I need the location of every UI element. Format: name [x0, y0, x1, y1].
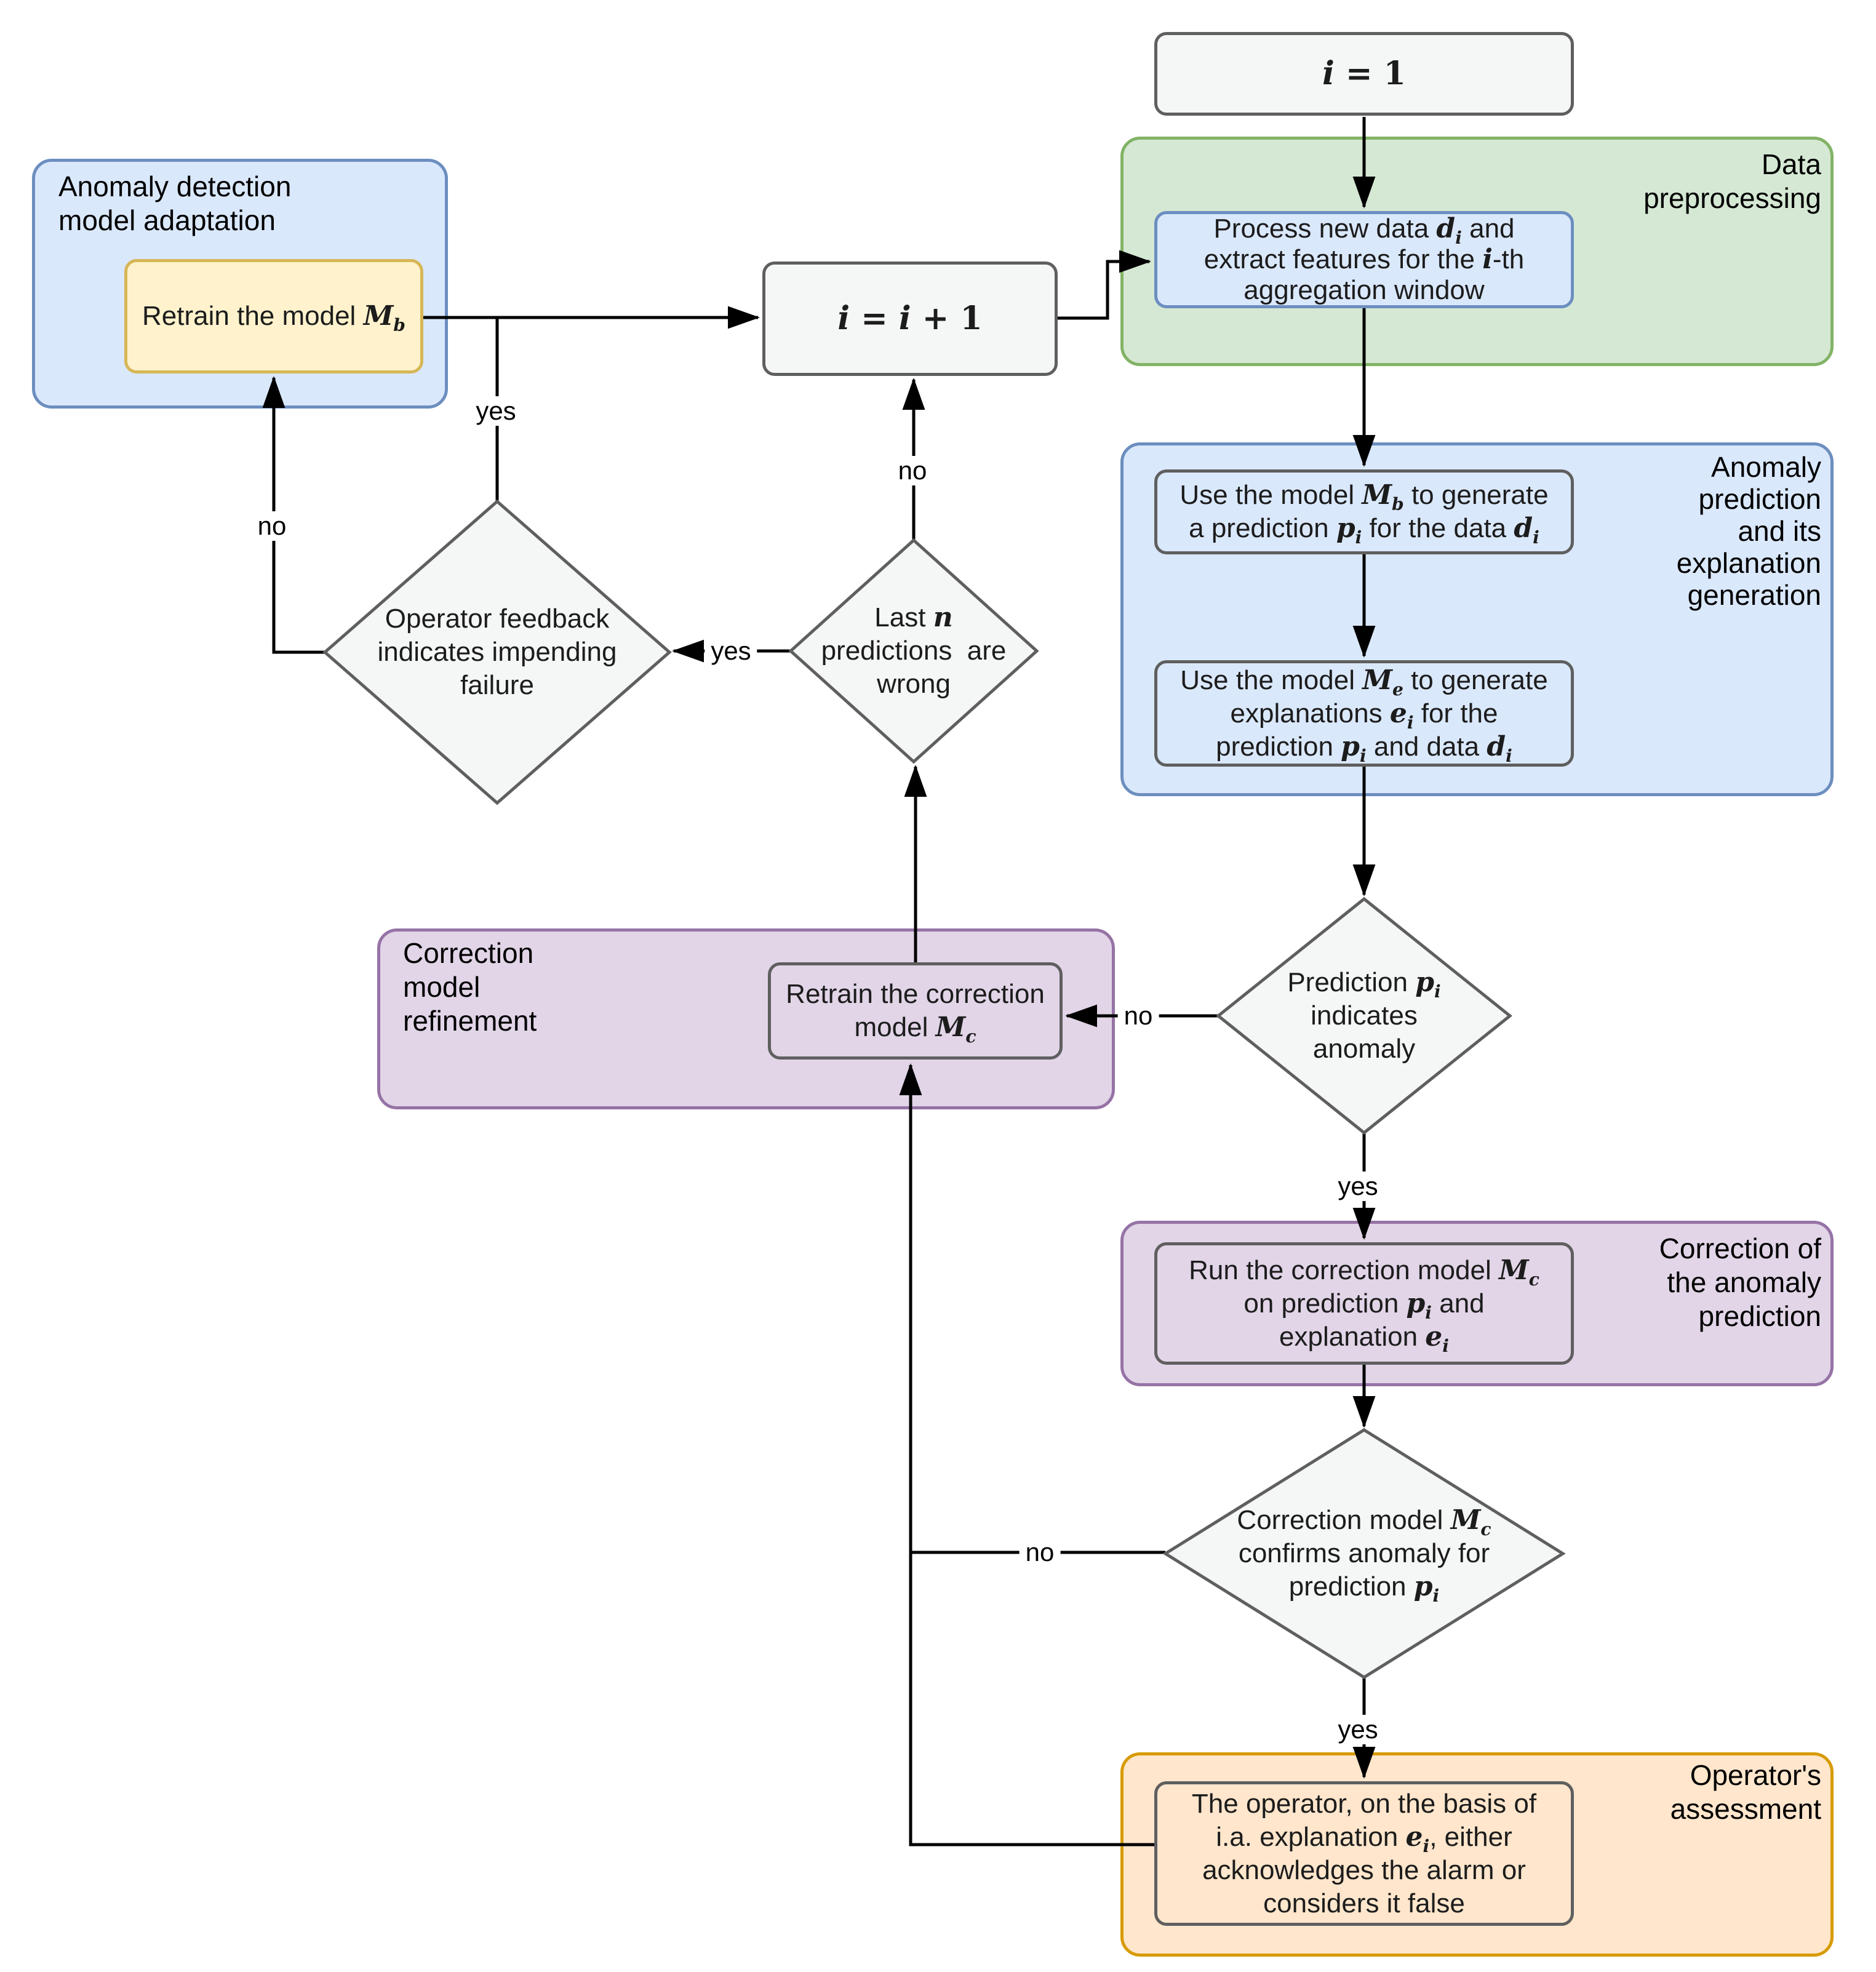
edge-label-pred-yes: yes — [1331, 1172, 1384, 1201]
node-retrain-model-mb: Retrain the model Mb — [124, 259, 423, 373]
edge-feedback-no — [262, 376, 325, 654]
edge-label-confirm-no: no — [1019, 1538, 1061, 1567]
edge-label-feedback-yes: yes — [469, 396, 522, 426]
region-operators-assessment — [1120, 1752, 1834, 1957]
edge-feedback-trunk — [899, 1063, 1154, 1846]
diamond-confirm-decision — [1162, 1428, 1566, 1679]
region-correction-of-prediction — [1120, 1221, 1834, 1386]
region-anomaly-prediction — [1120, 442, 1834, 796]
node-increment: i = i + 1 — [762, 261, 1058, 376]
diamond-pred-decision — [1216, 896, 1512, 1135]
edge-label-confirm-yes: yes — [1331, 1715, 1384, 1744]
node-init: i = 1 — [1154, 32, 1574, 116]
edge-label-feedback-no: no — [251, 511, 293, 541]
diamond-lastn-decision — [788, 538, 1039, 764]
edge-label-lastn-yes: yes — [704, 636, 757, 666]
diamond-feedback-decision — [322, 499, 672, 805]
edge-label-pred-no: no — [1117, 1001, 1159, 1031]
region-correction-model-refinement — [377, 928, 1115, 1109]
edge-increment-to-process — [1058, 250, 1151, 320]
edge-label-lastn-no: no — [892, 456, 933, 485]
